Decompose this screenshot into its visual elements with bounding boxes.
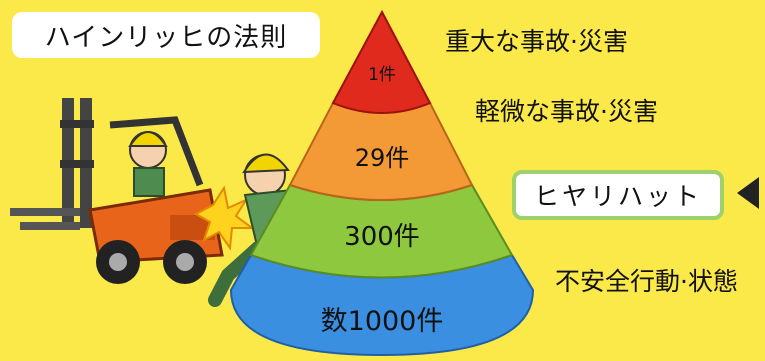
pyramid-level-1-count: 1件 [368,65,396,85]
pyramid-level-4-count: 数1000件 [321,306,444,337]
pyramid: 1件 29件 300件 数1000件 [229,9,535,357]
level-2-description: 軽微な事故·災害 [475,97,658,126]
page-title: ハインリッヒの法則 [12,12,320,58]
pyramid-level-2-count: 29件 [355,144,410,172]
level-3-description: ヒヤリハット [512,170,724,220]
pyramid-level-1-shape [331,9,432,114]
pointer-arrow-icon [737,177,759,209]
impact-burst-icon [193,185,255,251]
level-1-description: 重大な事故·災害 [445,27,628,56]
level-4-description: 不安全行動·状態 [555,267,738,296]
pyramid-level-3-count: 300件 [344,222,420,252]
forklift-icon [10,98,224,284]
